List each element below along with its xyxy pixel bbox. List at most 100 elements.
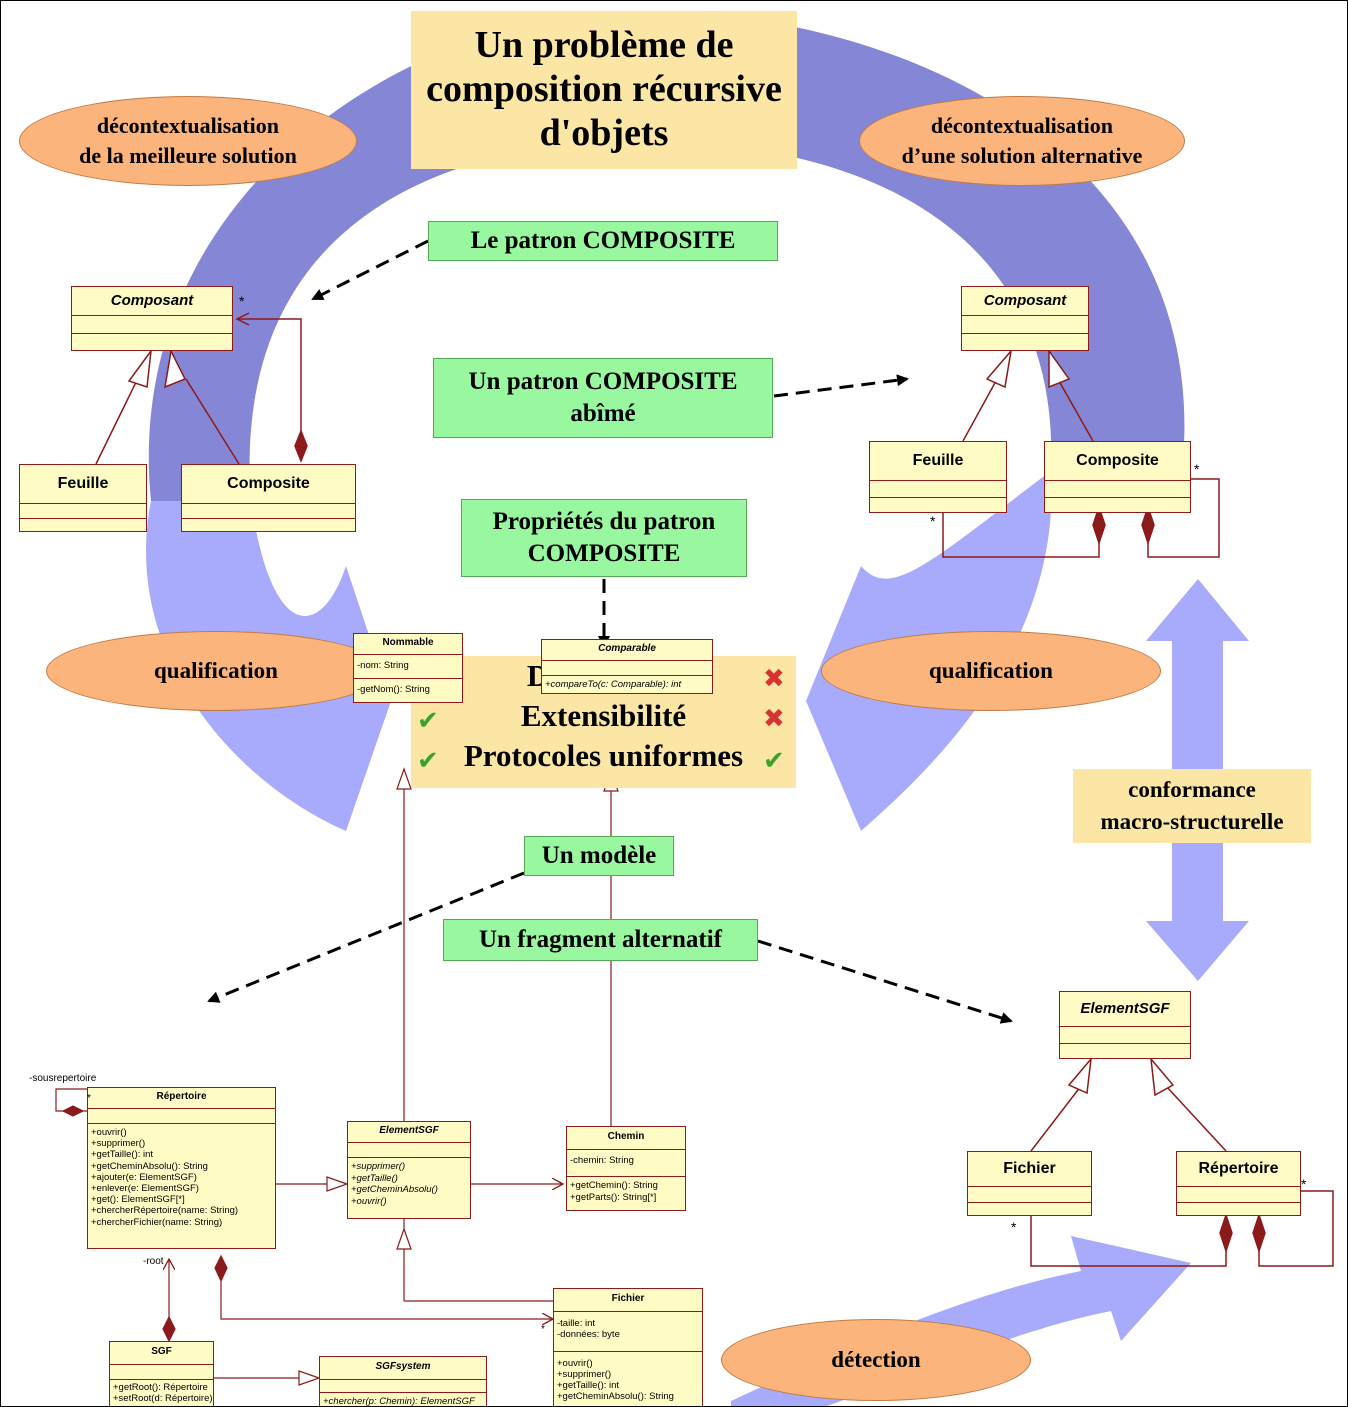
uml-class-comparable: Comparable +compareTo(c: Comparable): in… [541,639,713,694]
uml-class-feuille-left: Feuille [19,464,147,532]
uml-class-repertoire-fragment: Répertoire [1176,1151,1301,1216]
uml-class-fichier: Fichier -taille: int -données: byte +ouv… [553,1288,703,1406]
label-proprietes-line1: Propriétés du patron [492,508,716,535]
uml-class-composant-left: Composant [71,286,233,351]
uml-operations [72,334,232,350]
fragment-relations [1030,1056,1334,1267]
multiplicity-label: * [239,293,245,309]
uml-class-name: Composite [182,465,355,504]
oval-decontext-best-line2: de la meilleure solution [79,143,297,168]
property-protocoles: Protocoles uniformes [463,738,744,773]
uml-operations: +compareTo(c: Comparable): int [545,679,682,690]
title-line-3: d'objets [539,112,669,154]
arrow-to-fragment [757,939,1013,1024]
uml-class-sgf: SGF +getRoot(): Répertoire +setRoot(d: R… [109,1341,214,1406]
role-label-root: -root [143,1256,164,1267]
uml-class-name: Fichier [968,1152,1091,1187]
uml-attributes [962,316,1088,334]
uml-attributes [72,316,232,334]
title-line-2: composition récursive [426,68,782,110]
page-title: Un problème de composition récursive d'o… [411,11,797,169]
uml-attributes [870,481,1006,498]
right-pattern-relations [942,348,1220,558]
cross-icon: ✖ [763,704,785,734]
uml-operations: +supprimer() +getTaille() +getCheminAbso… [351,1161,438,1207]
multiplicity-label: * [1011,1219,1017,1235]
uml-class-feuille-right: Feuille [869,441,1007,513]
uml-class-sgfsystem: SGFsystem +chercher(p: Chemin): ElementS… [319,1356,487,1407]
uml-operations [870,498,1006,512]
uml-attributes [182,504,355,519]
oval-decontext-alt: décontextualisation d’une solution altern… [859,96,1185,186]
uml-class-name: Feuille [20,465,146,504]
uml-class-name: Composite [1045,442,1190,481]
uml-operations [968,1203,1091,1216]
uml-attributes [542,661,712,676]
uml-operations [1045,498,1190,512]
title-line-1: Un problème de [474,24,734,66]
uml-operations: +chercher(p: Chemin): ElementSGF [323,1396,475,1407]
uml-attributes: -chemin: String [567,1150,685,1177]
uml-operations [1177,1203,1300,1216]
uml-operations: +ouvrir() +supprimer() +getTaille(): int… [91,1127,239,1228]
label-fragment-alternatif: Un fragment alternatif [443,919,758,961]
oval-qualification-right: qualification [821,631,1161,711]
multiplicity-label: * [541,1324,545,1335]
label-un-modele: Un modèle [524,836,674,876]
cross-icon: ✖ [763,664,785,694]
uml-operations [182,519,355,532]
check-icon: ✔ [417,706,439,736]
arrow-to-right-pattern [773,374,909,398]
uml-class-composite-right: Composite [1044,441,1191,513]
label-le-patron-composite: Le patron COMPOSITE [428,221,778,261]
uml-operations: +getChemin(): String +getParts(): String… [570,1180,658,1203]
uml-class-name: SGFsystem [320,1357,486,1380]
uml-attributes [88,1109,275,1124]
uml-class-name: Répertoire [88,1088,275,1109]
oval-decontext-best-line1: décontextualisation [96,113,280,138]
uml-attributes [110,1365,213,1380]
check-icon: ✔ [417,746,439,776]
uml-class-composite-left: Composite [181,464,356,532]
uml-class-elementsgf: ElementSGF +supprimer() +getTaille() +ge… [347,1121,471,1219]
uml-class-name: Composant [72,287,232,316]
uml-class-chemin: Chemin -chemin: String +getChemin(): Str… [566,1126,686,1211]
uml-class-fichier-fragment: Fichier [967,1151,1092,1216]
label-conformance-line2: macro-structurelle [1100,809,1284,834]
uml-attributes: -nom: String [354,655,462,679]
multiplicity-label: * [87,1093,91,1104]
oval-decontext-alt-line2: d’une solution alternative [901,143,1143,168]
uml-class-name: Répertoire [1177,1152,1300,1187]
uml-operations: +ouvrir() +supprimer() +getTaille(): int… [557,1358,674,1402]
multiplicity-label: * [930,513,936,529]
uml-operations [1060,1044,1190,1058]
oval-decontext-alt-line1: décontextualisation [930,113,1114,138]
uml-class-repertoire: Répertoire +ouvrir() +supprimer() +getTa… [87,1087,276,1249]
property-extensibilite: Extensibilité [520,698,687,733]
uml-class-name: Fichier [554,1289,702,1312]
uml-attributes [968,1187,1091,1203]
left-pattern-relations [95,312,308,465]
oval-qualification-left: qualification [46,631,386,711]
uml-class-name: Composant [962,287,1088,316]
uml-class-elementsgf-fragment: ElementSGF [1059,991,1191,1059]
uml-class-name: ElementSGF [1060,992,1190,1027]
uml-class-name: Nommable [354,634,462,655]
uml-class-name: Chemin [567,1127,685,1150]
uml-class-name: Feuille [870,442,1006,481]
label-conformance: conformance macro-structurelle [1073,769,1311,843]
uml-class-name: ElementSGF [348,1122,470,1143]
oval-decontext-best: décontextualisation de la meilleure solut… [19,96,357,186]
uml-class-nommable: Nommable -nom: String -getNom(): String [353,633,463,703]
arrow-to-left-pattern [311,239,429,301]
label-patron-abime-line2: abîmé [570,400,636,427]
multiplicity-label: * [1194,461,1200,477]
arrow-to-model [207,871,525,1003]
uml-operations [20,519,146,532]
uml-attributes [20,504,146,519]
uml-operations: +getRoot(): Répertoire +setRoot(d: Réper… [113,1382,213,1404]
uml-attributes [1177,1187,1300,1203]
